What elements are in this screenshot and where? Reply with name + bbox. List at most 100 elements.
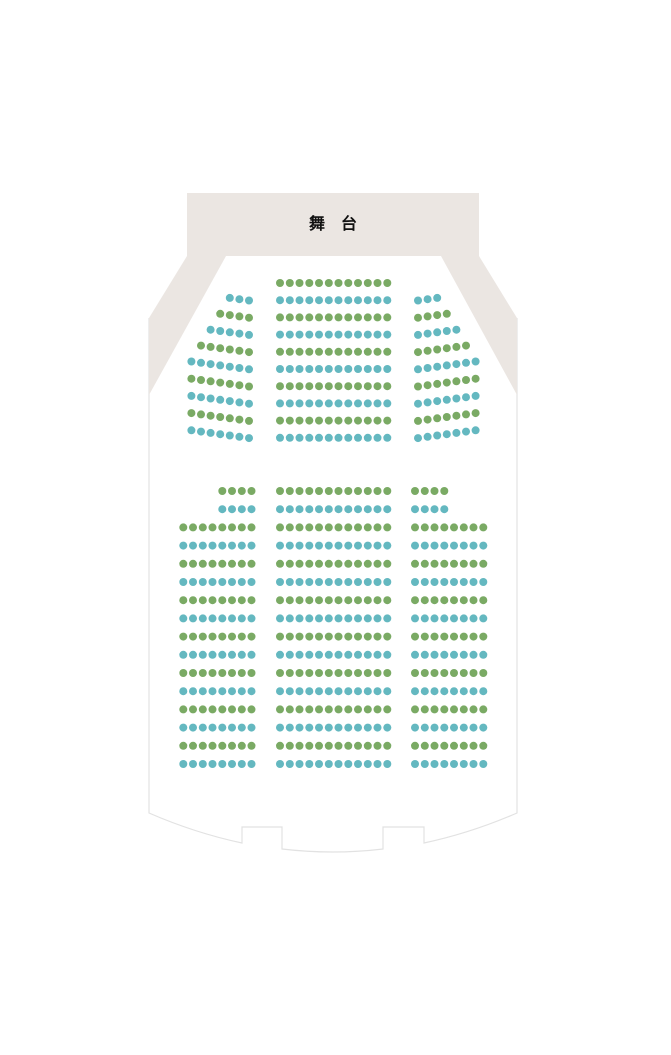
seat-upper-center[interactable] [373,279,382,287]
seat-lower-center[interactable] [383,650,392,659]
seat-lower-center[interactable] [344,614,353,623]
seat-lower-left[interactable] [189,596,197,605]
seat-lower-left[interactable] [198,723,207,732]
seat-lower-right[interactable] [469,541,478,550]
seat-lower-center[interactable] [295,505,304,514]
seat-upper-center[interactable] [305,399,314,408]
seat-upper-center[interactable] [354,330,362,339]
seat-lower-center[interactable] [285,687,294,696]
seat-upper-center[interactable] [363,399,372,408]
seat-upper-center[interactable] [383,347,392,356]
seat-lower-left[interactable] [179,687,188,696]
seat-upper-center[interactable] [344,382,353,391]
seat-upper-center[interactable] [305,365,314,373]
seat-lower-center[interactable] [285,705,294,714]
seat-upper-center[interactable] [315,365,323,373]
seat-upper-right[interactable] [433,328,442,337]
seat-upper-center[interactable] [334,416,343,425]
seat-lower-left[interactable] [247,723,256,732]
seat-upper-center[interactable] [285,433,294,442]
seat-upper-center[interactable] [383,296,392,305]
seat-lower-left[interactable] [237,505,246,514]
seat-upper-right[interactable] [442,413,451,421]
seat-upper-left[interactable] [235,381,244,390]
seat-lower-right[interactable] [420,559,429,568]
seat-upper-center[interactable] [276,330,284,339]
seat-lower-right[interactable] [479,650,488,659]
seat-lower-center[interactable] [383,705,392,714]
seat-upper-center[interactable] [373,330,382,339]
seat-lower-right[interactable] [469,596,478,605]
seat-upper-right[interactable] [462,358,470,367]
seat-upper-center[interactable] [295,296,304,305]
seat-upper-right[interactable] [452,360,461,369]
seat-upper-center[interactable] [285,347,294,356]
seat-upper-center[interactable] [285,399,294,408]
seat-lower-center[interactable] [324,559,333,568]
seat-lower-left[interactable] [237,723,246,732]
seat-lower-left[interactable] [179,578,188,586]
seat-lower-center[interactable] [276,559,284,568]
seat-lower-center[interactable] [285,650,294,659]
seat-lower-right[interactable] [411,669,419,677]
seat-upper-center[interactable] [305,347,314,356]
seat-upper-center[interactable] [363,279,372,287]
seat-upper-center[interactable] [305,433,314,442]
seat-lower-center[interactable] [276,741,284,750]
seat-lower-center[interactable] [315,760,323,768]
seat-lower-center[interactable] [305,541,314,550]
seat-lower-left[interactable] [228,559,236,568]
seat-lower-center[interactable] [383,687,392,696]
seat-lower-left[interactable] [208,559,217,568]
seat-lower-left[interactable] [247,705,256,714]
seat-lower-center[interactable] [295,523,304,532]
seat-lower-center[interactable] [324,541,333,550]
seat-lower-center[interactable] [373,523,382,532]
seat-lower-right[interactable] [440,669,449,677]
seat-lower-left[interactable] [198,632,207,641]
seat-upper-left[interactable] [197,410,205,419]
seat-lower-right[interactable] [430,723,439,732]
seat-upper-right[interactable] [442,378,451,387]
seat-lower-left[interactable] [179,723,188,732]
seat-lower-center[interactable] [295,687,304,696]
seat-lower-center[interactable] [363,505,372,514]
seat-lower-left[interactable] [189,614,197,623]
seat-lower-left[interactable] [198,741,207,750]
seat-lower-left[interactable] [208,614,217,623]
seat-upper-left[interactable] [235,398,244,407]
seat-upper-right[interactable] [423,295,432,304]
seat-lower-left[interactable] [198,596,207,605]
seat-lower-center[interactable] [324,760,333,768]
seat-upper-center[interactable] [334,365,343,373]
seat-lower-left[interactable] [179,632,188,641]
seat-lower-center[interactable] [295,632,304,641]
seat-lower-right[interactable] [430,614,439,623]
seat-lower-center[interactable] [363,578,372,586]
seat-upper-right[interactable] [433,379,442,388]
seat-upper-center[interactable] [383,330,392,339]
seat-lower-left[interactable] [237,541,246,550]
seat-lower-center[interactable] [276,650,284,659]
seat-lower-left[interactable] [228,741,236,750]
seat-lower-left[interactable] [228,723,236,732]
seat-lower-right[interactable] [411,523,419,532]
seat-lower-left[interactable] [189,650,197,659]
seat-upper-center[interactable] [334,382,343,391]
seat-lower-right[interactable] [430,650,439,659]
seat-lower-right[interactable] [411,487,419,495]
seat-lower-center[interactable] [334,487,343,495]
seat-lower-right[interactable] [469,687,478,696]
seat-lower-center[interactable] [285,669,294,677]
seat-lower-left[interactable] [189,723,197,732]
seat-lower-center[interactable] [285,632,294,641]
seat-lower-left[interactable] [189,523,197,532]
seat-lower-right[interactable] [440,578,449,586]
seat-upper-left[interactable] [235,364,244,372]
seat-lower-left[interactable] [218,614,227,623]
seat-lower-center[interactable] [354,559,362,568]
seat-lower-center[interactable] [383,559,392,568]
seat-lower-left[interactable] [218,741,227,750]
seat-upper-center[interactable] [334,433,343,442]
seat-lower-center[interactable] [324,723,333,732]
